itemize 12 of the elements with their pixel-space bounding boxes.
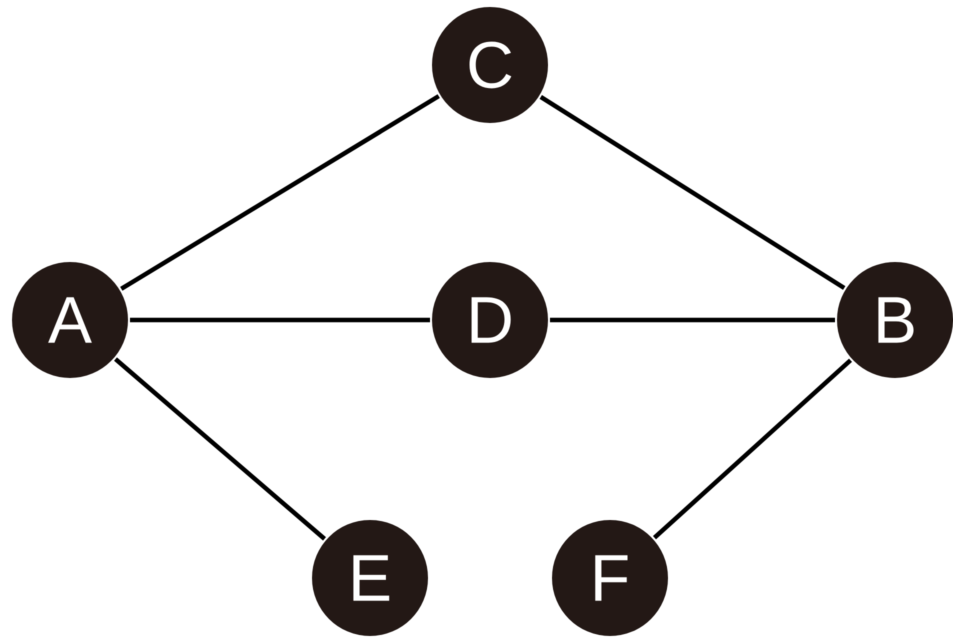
edge-line (120, 94, 440, 291)
graph-vertex: E (310, 518, 430, 638)
edge-line (130, 318, 430, 322)
graph-vertex: C (430, 4, 550, 125)
graph-vertex: A (10, 260, 130, 380)
edge-line (540, 95, 846, 290)
graph-vertex: B (835, 260, 953, 380)
graph-vertex: F (550, 518, 670, 638)
graph-vertex: D (430, 260, 550, 380)
edge-line (550, 318, 835, 322)
edge-line (652, 358, 852, 540)
edge-line (114, 357, 326, 541)
